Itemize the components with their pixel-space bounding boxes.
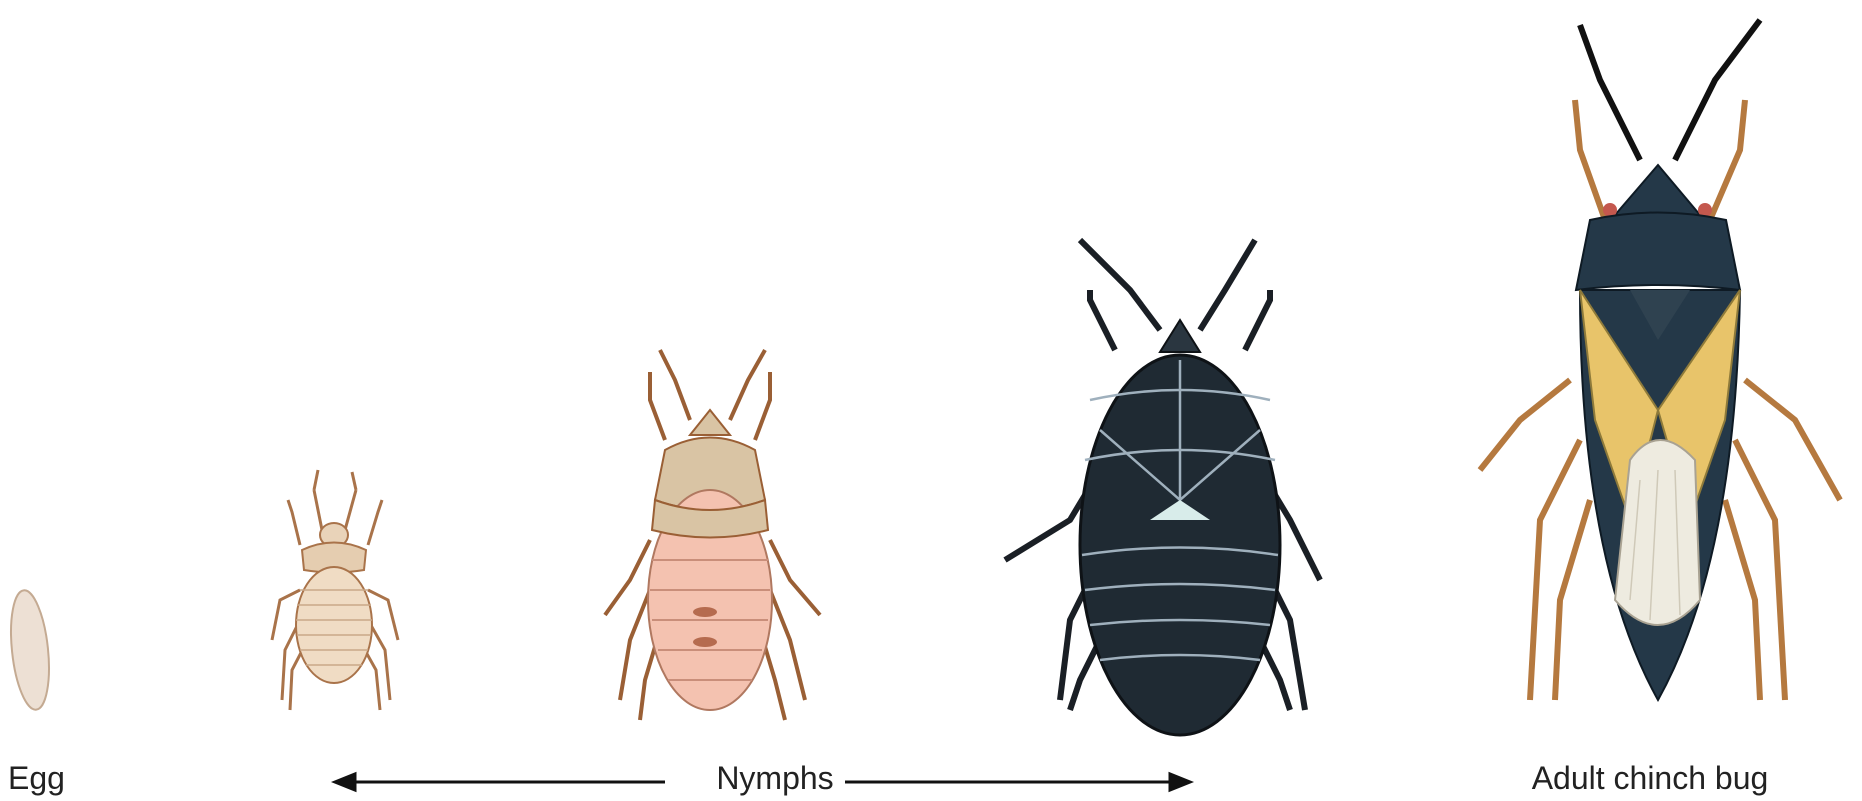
adult-body [1576,165,1740,700]
nymph-first-instar-body [296,523,372,683]
adult-chinch-bug-label: Adult chinch bug [1500,758,1800,798]
egg-label: Egg [8,758,65,798]
nymphs-label: Nymphs [700,758,850,798]
nymph-third-instar-body [1080,320,1280,735]
adult-antennae [1580,20,1760,160]
egg-illustration [6,550,54,712]
nymph-second-instar-body [648,410,772,710]
